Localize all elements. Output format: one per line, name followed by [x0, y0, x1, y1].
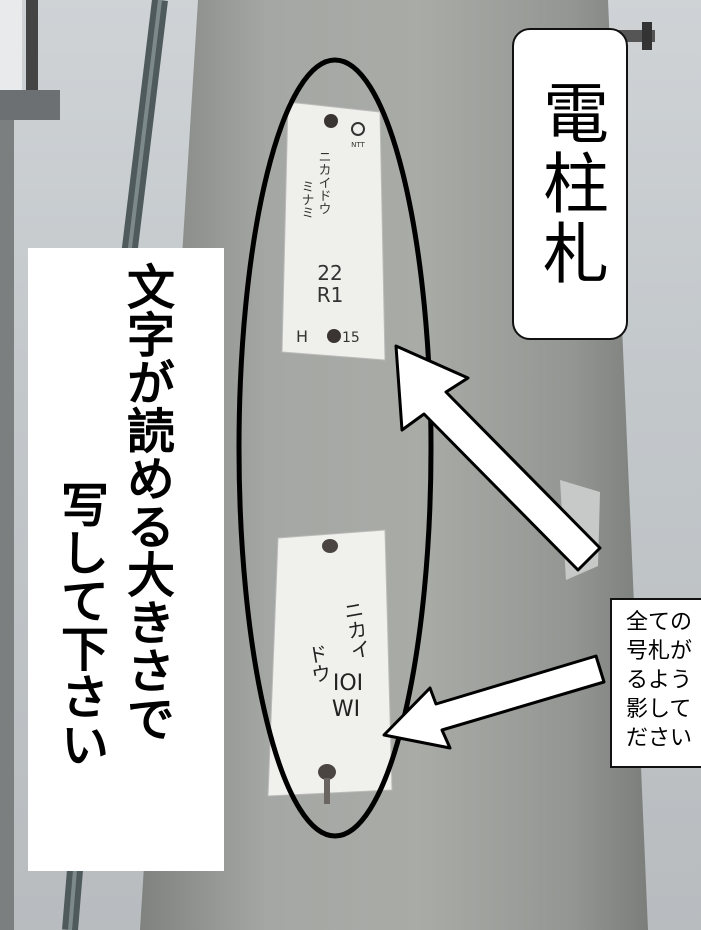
plate-rivet — [318, 764, 336, 780]
callout-title-box: 電柱札 — [512, 28, 628, 340]
note-line: 影して — [626, 697, 692, 722]
plate-kana-left: ミナミ — [299, 180, 314, 219]
plate-rivet — [327, 329, 341, 343]
callout-title: 電柱札 — [532, 79, 609, 289]
plate-number-line2: WI — [332, 697, 360, 722]
pole-plate-bottom: ニカイ ドウ IOI WI — [267, 529, 393, 804]
arrow-lower — [382, 654, 606, 750]
instruction-panel — [28, 248, 224, 871]
note-line: 全ての — [626, 610, 693, 635]
ntt-logo-text: NTT — [351, 141, 365, 149]
instruction-line1: 文字が読める大きさで — [118, 262, 174, 742]
pole-plate-top: NTT ニカイドウ ミナミ 22 R1 H 15 — [281, 101, 386, 361]
note-line: 号札が — [626, 639, 693, 664]
plate-number-line1: 22 — [317, 261, 342, 285]
plate-number-line2: R1 — [317, 283, 344, 307]
plate-footer-left: H — [296, 327, 308, 346]
note-box: 全ての 号札が るよう 影して ださい — [610, 598, 701, 768]
plate-rivet — [322, 539, 338, 553]
note-line: ださい — [626, 726, 693, 751]
ntt-logo-icon — [351, 122, 365, 136]
note-line: るよう — [626, 668, 693, 693]
background-structure — [0, 0, 60, 930]
plate-footer-right: 15 — [342, 330, 360, 346]
highlight-ellipse — [236, 57, 434, 839]
arrow-upper — [394, 344, 602, 572]
plate-rivet — [324, 114, 338, 128]
plate-kana-right: ニカイドウ — [316, 150, 331, 215]
instruction-line2: 写して下さい — [52, 480, 108, 768]
plate-number-line1: IOI — [333, 671, 363, 696]
